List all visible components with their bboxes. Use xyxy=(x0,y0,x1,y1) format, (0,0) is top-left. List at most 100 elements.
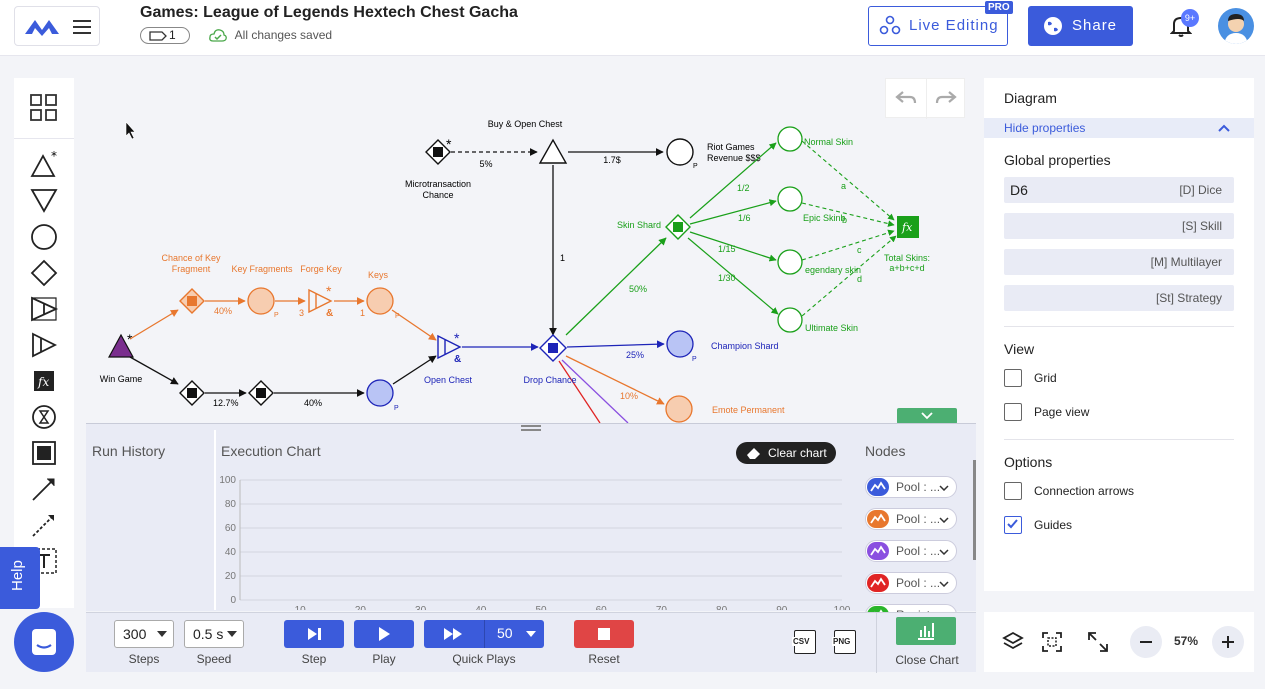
x-tick-label: 90 xyxy=(776,605,788,610)
keys-pool[interactable] xyxy=(366,287,394,315)
step-icon xyxy=(308,628,321,640)
collapse-canvas-button[interactable] xyxy=(897,408,957,423)
csv-export-button[interactable]: CSV xyxy=(792,630,816,654)
champion-shard-pool[interactable] xyxy=(666,330,694,358)
epic-skin-pool[interactable] xyxy=(777,186,803,212)
prop-dice[interactable]: D6[D] Dice xyxy=(1004,177,1234,203)
png-export-button[interactable]: PNG xyxy=(832,630,856,654)
avatar[interactable] xyxy=(1218,8,1254,44)
key-fragments-pool[interactable] xyxy=(247,287,275,315)
speed-select[interactable]: 0.5 s xyxy=(184,620,244,648)
node-pool-select[interactable]: Pool : ... xyxy=(865,508,957,530)
fast-forward-icon xyxy=(444,628,462,640)
csv-label: CSV xyxy=(792,637,811,646)
steps-select[interactable]: 300 xyxy=(114,620,174,648)
chevron-down-icon xyxy=(939,581,949,587)
chat-launcher[interactable] xyxy=(14,612,74,672)
node-pool-select[interactable]: Pool : ... xyxy=(865,572,957,594)
fullscreen-icon[interactable] xyxy=(1087,631,1109,653)
hextech-chest-pool[interactable] xyxy=(366,379,394,407)
zoom-out-button[interactable] xyxy=(1130,626,1162,658)
source-triangle-icon[interactable]: * xyxy=(29,150,59,180)
micro-label: Microtransaction xyxy=(405,179,471,189)
execution-chart-plot[interactable]: 020406080100102030405060708090100 xyxy=(216,466,856,610)
gate-diamond-icon[interactable] xyxy=(29,258,59,288)
prop-skill[interactable]: [S] Skill xyxy=(1004,213,1234,239)
live-editing-button[interactable]: Live Editing xyxy=(868,6,1008,46)
trader-icon[interactable] xyxy=(29,330,59,360)
pool-circle-icon[interactable] xyxy=(29,222,59,252)
microtransaction-gate[interactable] xyxy=(425,139,451,165)
end-condition-icon[interactable] xyxy=(29,438,59,468)
text-label-icon[interactable] xyxy=(29,546,59,576)
step-button[interactable] xyxy=(284,620,344,648)
logo-menu[interactable] xyxy=(14,6,100,46)
hamburger-icon[interactable] xyxy=(73,20,91,34)
redo-icon[interactable] xyxy=(935,89,957,107)
prop-strategy-label: [St] Strategy xyxy=(1155,291,1222,305)
diagram-canvas[interactable]: * Microtransaction Chance 5% Buy & Open … xyxy=(86,78,976,423)
drain-triangle-icon[interactable] xyxy=(29,185,59,215)
page-view-checkbox[interactable]: Page view xyxy=(1004,403,1089,421)
caret-down-icon xyxy=(157,631,167,637)
buy-open-chest-node[interactable] xyxy=(538,138,568,164)
key-chance-gate[interactable] xyxy=(179,288,205,314)
resource-connection-icon[interactable] xyxy=(29,474,59,504)
undo-divider xyxy=(926,79,927,119)
hide-properties-toggle[interactable]: Hide properties xyxy=(984,118,1254,138)
emote-pool[interactable] xyxy=(665,395,693,423)
key-chance-label-2: Fragment xyxy=(172,264,211,274)
normal-skin-pool[interactable] xyxy=(777,126,803,152)
shape-toolbox: * fx xyxy=(14,78,74,608)
undo-icon[interactable] xyxy=(895,89,917,107)
pool-label: Pool : ... xyxy=(896,480,941,494)
share-button[interactable]: Share xyxy=(1028,6,1133,46)
steps-value: 300 xyxy=(123,626,147,642)
node-pool-select[interactable]: Pool : ... xyxy=(865,476,957,498)
ultimate-skin-pool[interactable] xyxy=(777,307,803,333)
fit-selection-icon[interactable] xyxy=(1041,631,1063,653)
pool-label: Pool : ... xyxy=(896,512,941,526)
layers-icon[interactable] xyxy=(1002,631,1024,653)
chest-chance-gate[interactable] xyxy=(179,380,205,406)
state-connection-icon[interactable] xyxy=(29,510,59,540)
prop-strategy[interactable]: [St] Strategy xyxy=(1004,285,1234,311)
skin-shard-gate[interactable] xyxy=(665,214,691,240)
reset-button[interactable] xyxy=(574,620,634,648)
grid-layout-icon[interactable] xyxy=(29,93,59,123)
register-fx-icon[interactable]: fx xyxy=(29,366,59,396)
riot-revenue-pool[interactable] xyxy=(666,138,694,166)
drop-chance-gate[interactable] xyxy=(539,334,567,362)
caret-down-icon[interactable] xyxy=(526,631,536,637)
node-pool-select[interactable]: Pool : ... xyxy=(865,540,957,562)
quick-plays-value: 50 xyxy=(497,625,513,641)
play-button[interactable] xyxy=(354,620,414,648)
zoom-in-button[interactable] xyxy=(1212,626,1244,658)
help-tab[interactable]: Help xyxy=(0,547,40,609)
caret-down-icon xyxy=(227,631,237,637)
close-chart-button[interactable] xyxy=(896,617,956,645)
f16-label: 1/6 xyxy=(738,213,751,223)
resize-handle[interactable] xyxy=(521,425,541,431)
win-game-source[interactable] xyxy=(107,333,135,358)
open-chest-converter[interactable] xyxy=(437,334,462,360)
save-status: All changes saved xyxy=(208,27,332,45)
legendary-skin-pool[interactable] xyxy=(777,249,803,275)
champ-p: P xyxy=(692,356,697,363)
quick-plays-button[interactable]: 50 xyxy=(424,620,544,648)
total-skins-register[interactable]: fx xyxy=(897,216,919,238)
forge-key-converter[interactable] xyxy=(308,288,333,314)
grid-checkbox[interactable]: Grid xyxy=(1004,369,1057,387)
f130-label: 1/30 xyxy=(718,273,736,283)
prop-multilayer[interactable]: [M] Multilayer xyxy=(1004,249,1234,275)
nodes-scrollbar[interactable] xyxy=(973,460,976,560)
guides-checkbox[interactable]: Guides xyxy=(1004,516,1072,534)
delay-hourglass-icon[interactable] xyxy=(29,402,59,432)
nodes-list: Nodes Pool : ...Pool : ...Pool : ...Pool… xyxy=(856,430,976,626)
converter-icon[interactable] xyxy=(29,294,59,324)
tag-pill[interactable]: 1 xyxy=(140,27,190,44)
connection-arrows-checkbox[interactable]: Connection arrows xyxy=(1004,482,1134,500)
clear-chart-button[interactable]: Clear chart xyxy=(736,442,836,464)
chest-drop-gate[interactable] xyxy=(248,380,274,406)
